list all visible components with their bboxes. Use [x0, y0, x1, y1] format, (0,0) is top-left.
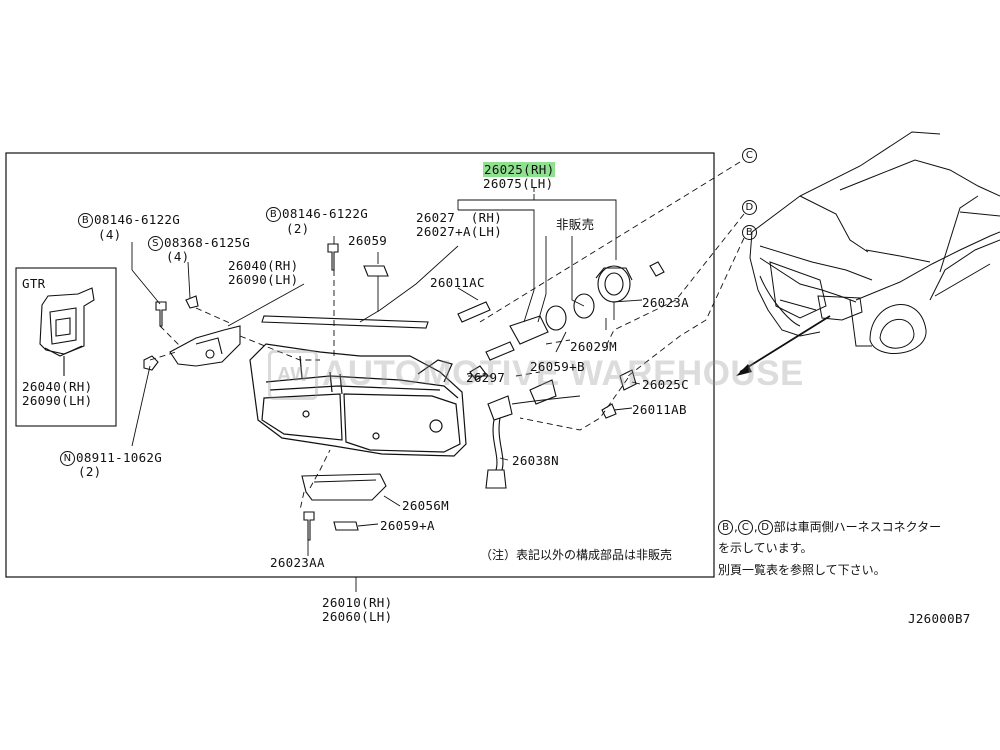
dashed-references [149, 161, 745, 511]
gtr-part-26040: 26040(RH) [22, 379, 93, 394]
fastener-b-qty-top: (2) [286, 221, 310, 236]
part-26040-rh: 26040(RH) [228, 258, 299, 273]
gtr-label: GTR [22, 276, 46, 291]
part-26297: 26297 [466, 370, 506, 385]
connector-d-callout: D [742, 200, 758, 215]
watermark-text: AUTOMOTIVE WAREHOUSE [322, 354, 804, 393]
part-26059a: 26059+A [380, 518, 435, 533]
fastener-s-qty: (4) [166, 249, 190, 264]
fastener-n-qty: (2) [78, 464, 102, 479]
rod-26027 [261, 315, 429, 329]
headlamp-housing [249, 343, 467, 457]
fastener-b-qty-left: (4) [98, 227, 122, 242]
connector-b-callout: B [742, 225, 758, 240]
part-26011ac: 26011AC [430, 275, 485, 290]
part-26059: 26059 [348, 233, 388, 248]
not-sold-tag: 非販売 [556, 217, 595, 232]
harness-note-line3: 別頁一覧表を参照して下さい。 [718, 563, 886, 577]
part-26023aa: 26023AA [270, 555, 325, 570]
main-frame [5, 152, 715, 578]
part-26027a: 26027+A(LH) [416, 224, 503, 239]
connector-c-callout: C [742, 148, 758, 163]
assembly-26010-rh: 26010(RH) [322, 595, 393, 610]
diagram-code: J26000B7 [908, 611, 971, 626]
plate-26056m [301, 473, 387, 501]
gtr-part-26090: 26090(LH) [22, 393, 93, 408]
part-26038n: 26038N [512, 453, 559, 468]
part-26029m: 26029M [570, 339, 617, 354]
not-sold-note: （注）表記以外の構成部品は非販売 [480, 548, 673, 562]
part-26056m: 26056M [402, 498, 449, 513]
watermark-logo: AW [268, 350, 318, 400]
harness-note-line2: を示しています。 [718, 541, 813, 555]
part-26025-rh: 26025(RH) [483, 162, 556, 177]
part-26059b: 26059+B [530, 359, 585, 374]
part-26023a: 26023A [642, 295, 689, 310]
part-26011ab: 26011AB [632, 402, 687, 417]
part-26027: 26027 (RH) [416, 210, 503, 225]
part-26075-lh: 26075(LH) [483, 176, 554, 191]
car-drawing [749, 131, 1000, 354]
harness-26038n [485, 395, 581, 489]
direction-arrow [739, 315, 831, 373]
leader-lines [131, 188, 643, 592]
bolts [155, 243, 665, 541]
gtr-bracket-drawing [39, 287, 95, 357]
gtr-box [15, 267, 117, 427]
part-26025c: 26025C [642, 377, 689, 392]
part-26090-lh: 26090(LH) [228, 272, 299, 287]
mount-bracket [169, 325, 241, 367]
assembly-26060-lh: 26060(LH) [322, 609, 393, 624]
